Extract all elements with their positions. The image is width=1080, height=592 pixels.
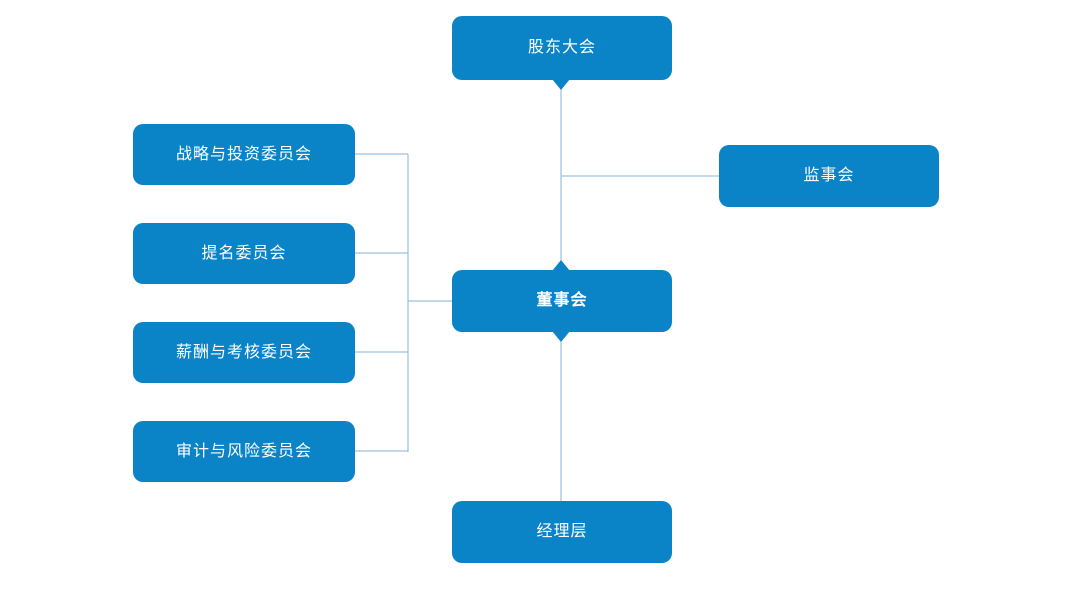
node-management-label: 经理层: [536, 523, 588, 540]
node-supervisory-label: 监事会: [803, 167, 855, 184]
node-board-of-directors: 董事会: [452, 270, 672, 332]
node-board-label: 董事会: [536, 292, 588, 309]
node-audit-risk-committee: 审计与风险委员会: [133, 421, 355, 482]
tail-board-bottom-icon: [552, 331, 570, 342]
node-remuneration-label: 薪酬与考核委员会: [175, 343, 312, 361]
node-shareholders-meeting: 股东大会: [452, 16, 672, 80]
node-management-layer: 经理层: [452, 501, 672, 563]
node-audit-label: 审计与风险委员会: [175, 442, 312, 460]
node-shareholders-label: 股东大会: [527, 39, 596, 56]
node-nomination-label: 提名委员会: [201, 244, 287, 262]
node-remuneration-assessment-committee: 薪酬与考核委员会: [133, 322, 355, 383]
tail-shareholders-bottom-icon: [552, 79, 570, 90]
node-nomination-committee: 提名委员会: [133, 223, 355, 284]
node-strategy-investment-committee: 战略与投资委员会: [133, 124, 355, 185]
tail-board-top-icon: [552, 260, 570, 271]
node-supervisory-board: 监事会: [719, 145, 939, 207]
node-strategy-label: 战略与投资委员会: [175, 145, 312, 163]
